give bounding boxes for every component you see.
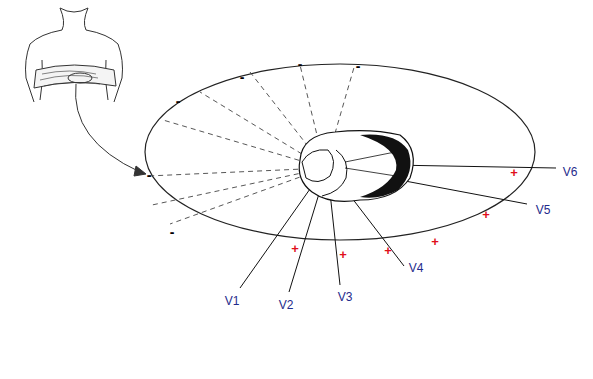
torso-figure bbox=[26, 8, 147, 176]
positive-pole: + bbox=[291, 242, 299, 255]
lead-name: V3 bbox=[338, 291, 353, 303]
positive-pole: + bbox=[482, 208, 490, 221]
positive-pole: + bbox=[510, 166, 518, 179]
positive-pole: + bbox=[431, 235, 439, 248]
lead-name: V5 bbox=[536, 204, 551, 216]
heart bbox=[299, 131, 413, 202]
negative-pole: - bbox=[356, 59, 361, 73]
negative-pole: - bbox=[147, 168, 152, 182]
lead-name: V6 bbox=[563, 166, 578, 178]
positive-pole: + bbox=[384, 244, 392, 257]
lead-name: V4 bbox=[409, 262, 424, 274]
horizontal-plane bbox=[145, 64, 535, 240]
lead-name: V2 bbox=[279, 299, 294, 311]
lead-name: V1 bbox=[225, 295, 240, 307]
negative-pole: - bbox=[298, 57, 303, 71]
positive-pole: + bbox=[339, 248, 347, 261]
negative-pole: - bbox=[240, 70, 245, 84]
negative-pole: - bbox=[170, 225, 175, 239]
negative-pole: - bbox=[176, 94, 181, 108]
